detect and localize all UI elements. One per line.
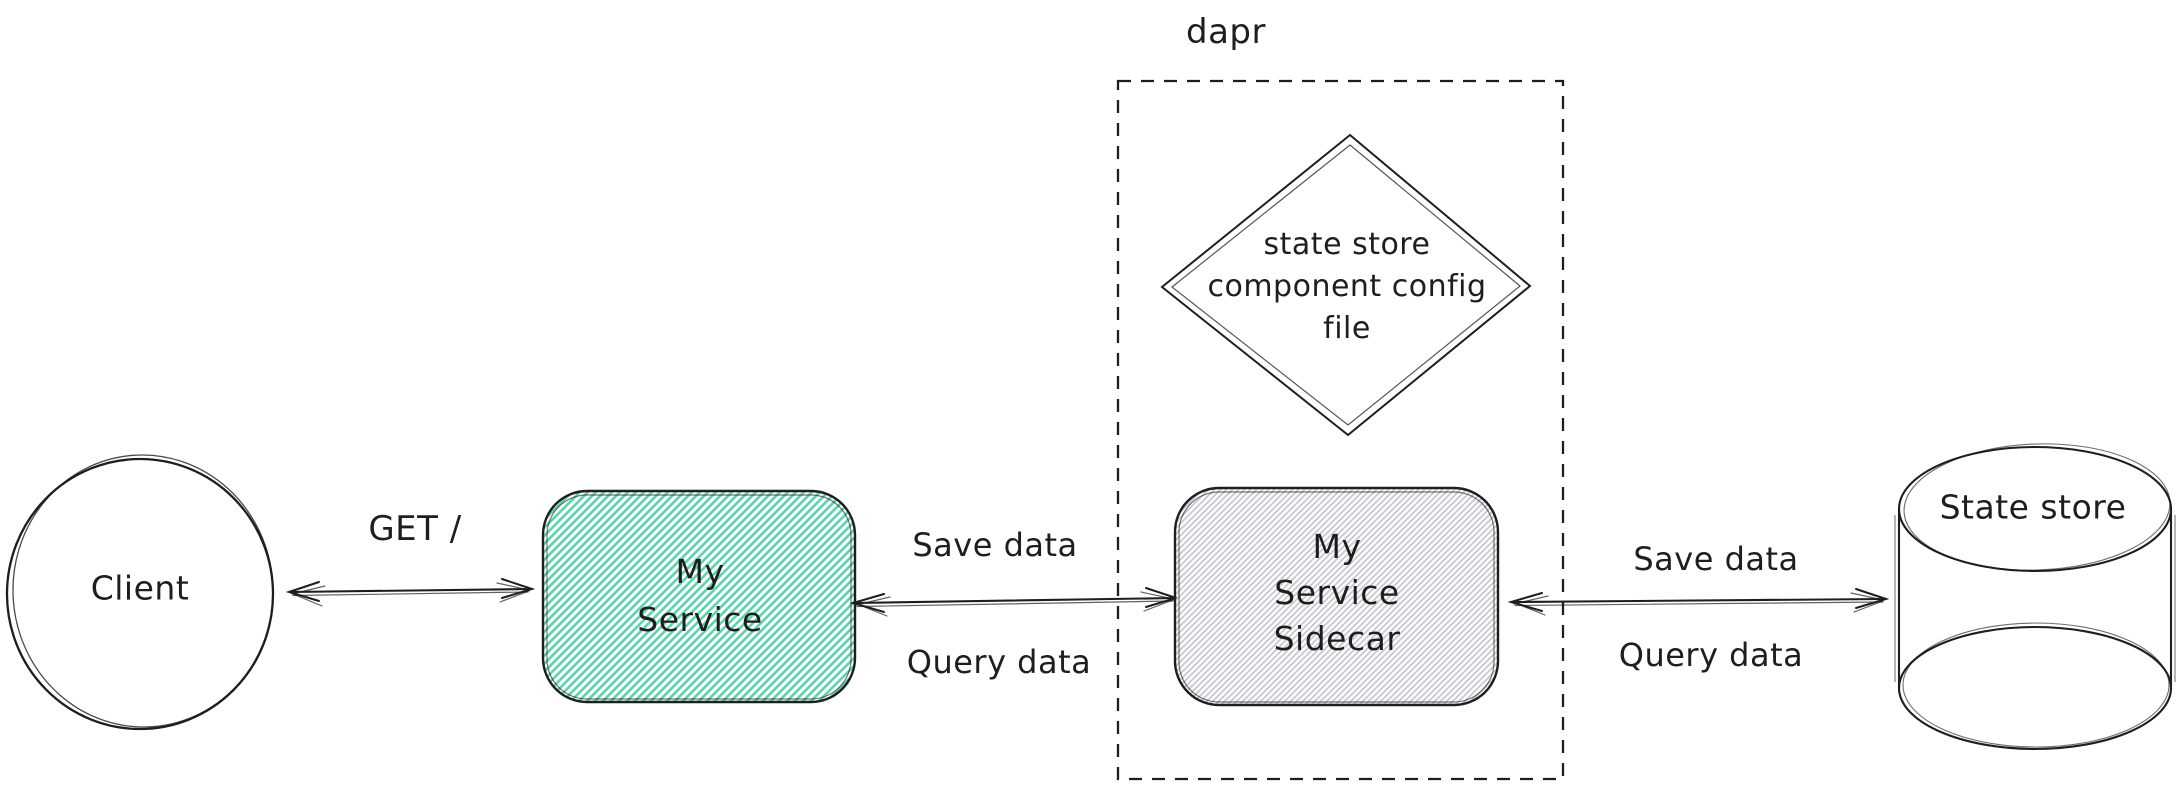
edge-sidecar-store-query-label: Query data (1618, 636, 1804, 674)
dapr-group-box (1116, 79, 1565, 781)
config-file-node-label: state store component config file (1207, 224, 1486, 350)
client-node-label: Client (90, 568, 190, 608)
client-node-shape (5, 454, 275, 731)
edge-client-service-label: GET / (368, 509, 462, 549)
sidecar-label-line-3: Sidecar (1273, 619, 1401, 658)
edge-service-sidecar-save-label: Save data (912, 526, 1078, 564)
service-label-line-2: Service (637, 600, 763, 639)
dapr-group-label: dapr (1186, 12, 1266, 52)
edge-service-sidecar-query-label: Query data (906, 643, 1092, 681)
state-store-node-shape (1894, 443, 2176, 751)
sidecar-node-label: My Service Sidecar (1274, 524, 1401, 662)
sidecar-label-line-2: Service (1274, 573, 1400, 612)
config-file-label-line-3: file (1323, 311, 1371, 346)
config-file-node-shape (1160, 133, 1532, 437)
edge-sidecar-store-arrow (1507, 588, 1890, 616)
sidecar-label-line-1: My (1312, 527, 1362, 566)
service-node-label: My Service (637, 548, 762, 644)
state-store-node-label: State store (1939, 487, 2127, 527)
service-label-line-1: My (675, 552, 725, 591)
sidecar-node-shape (1173, 486, 1500, 707)
edge-service-sidecar-arrow (849, 587, 1180, 617)
edge-client-service-arrow (285, 578, 536, 607)
edge-sidecar-store-save-label: Save data (1633, 540, 1799, 578)
config-file-label-line-1: state store (1263, 227, 1431, 262)
config-file-label-line-2: component config (1207, 269, 1487, 304)
service-node-shape (541, 489, 857, 704)
